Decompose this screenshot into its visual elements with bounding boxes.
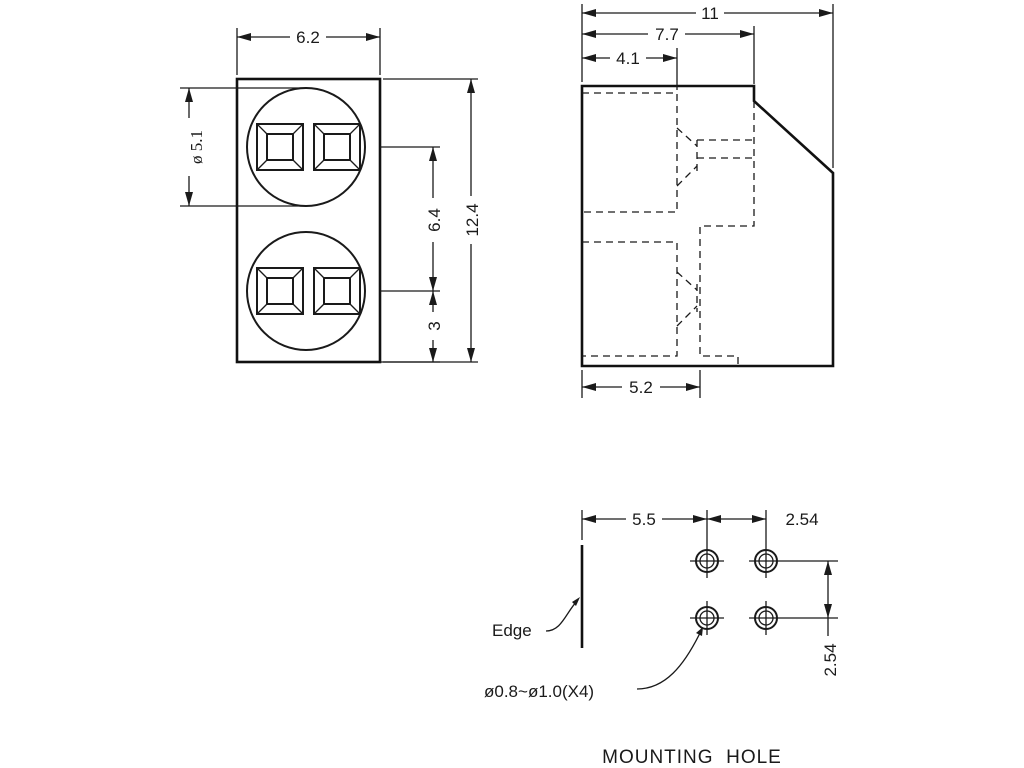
edge-offset-dim-label: 5.5 [632, 510, 656, 529]
width-dim-label: 6.2 [296, 28, 320, 47]
edge-label: Edge [492, 621, 532, 640]
dim-body-7-7: 7.7 [582, 25, 755, 84]
dim-bottom-5-2: 5.2 [581, 370, 701, 398]
pitch-dim-label: 6.4 [425, 208, 444, 232]
lower-left-led-chip [256, 267, 304, 315]
mounting-hole-view: 5.5 2.54 2.54 Edge ø0.8~ø1.0(X4) [484, 510, 840, 768]
side-view-body [580, 84, 835, 368]
horizontal-pitch-dim-label: 2.54 [785, 510, 818, 529]
side-view: 11 7.7 4.1 5.2 [580, 4, 835, 398]
upper-left-led-chip [256, 123, 304, 171]
body-dim-label: 7.7 [655, 25, 679, 44]
lower-lens [246, 231, 366, 351]
dim-height-12-4: 12.4 [383, 78, 482, 363]
dim-lens-depth-4-1: 4.1 [582, 48, 678, 90]
offset-dim-label: 3 [425, 321, 444, 330]
dim-lens-diameter: ø 5.1 [180, 87, 306, 207]
upper-lens [246, 87, 366, 207]
height-dim-label: 12.4 [463, 203, 482, 236]
dim-vertical-pitch: 2.54 [821, 561, 840, 677]
mounting-holes [690, 510, 838, 635]
dim-overall-11: 11 [581, 4, 834, 168]
diameter-dim-label: ø 5.1 [187, 130, 206, 164]
vertical-pitch-dim-label: 2.54 [821, 643, 840, 676]
dim-width-6-2: 6.2 [236, 28, 381, 75]
lens-depth-dim-label: 4.1 [616, 49, 640, 68]
lower-right-led-chip [313, 267, 361, 315]
side-view-hidden-lines [582, 92, 755, 366]
dim-horizontal-pitch: 2.54 [707, 510, 819, 529]
front-view-body [235, 77, 382, 364]
overall-dim-label: 11 [701, 4, 719, 23]
mounting-hole-title: MOUNTING HOLE [602, 747, 782, 768]
bottom-dim-label: 5.2 [629, 378, 653, 397]
upper-right-led-chip [313, 123, 361, 171]
dim-offset-3: 3 [425, 291, 444, 362]
hole-spec-callout: ø0.8~ø1.0(X4) [484, 627, 703, 701]
edge-callout: Edge [492, 597, 580, 640]
front-view: 6.2 ø 5.1 6.4 3 [180, 28, 482, 364]
dim-edge-offset-5-5: 5.5 [581, 510, 707, 540]
hole-spec-label: ø0.8~ø1.0(X4) [484, 682, 594, 701]
